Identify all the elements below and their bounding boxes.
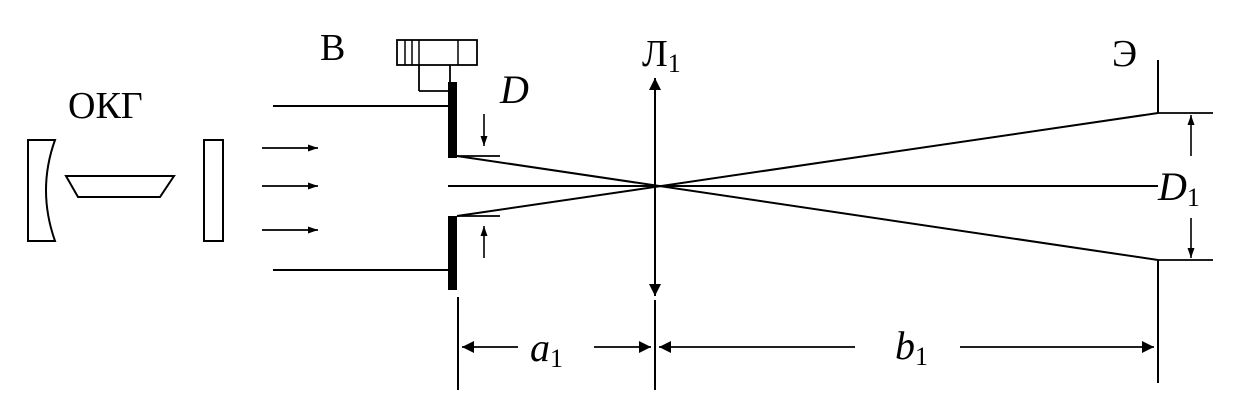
rays (456, 112, 1159, 261)
ray-upper-to-lower (456, 155, 1159, 261)
screen (1157, 60, 1213, 383)
micrometer-screw-icon (396, 39, 478, 92)
laser-label: ОКГ (68, 85, 143, 127)
upper-slit-jaw (448, 82, 457, 158)
object-distance-label-sub: 1 (550, 344, 563, 373)
laser-resonator (27, 139, 224, 242)
object-distance-label-main: a (530, 325, 550, 370)
object-distance-label: a1 (530, 325, 563, 373)
lower-slit-jaw (448, 216, 457, 290)
lens-label: Л1 (642, 33, 681, 78)
slit-width-label: D (499, 67, 529, 112)
screen-label: Э (1112, 33, 1137, 75)
image-distance-label-main: b (895, 323, 915, 368)
concave-mirror (27, 139, 57, 242)
image-width-label-main: D (1157, 164, 1187, 209)
image-distance-label-sub: 1 (915, 342, 928, 371)
ray-lower-to-upper (456, 112, 1159, 217)
slit-label: В (320, 27, 345, 69)
image-width-label-sub: 1 (1187, 183, 1200, 212)
image-distance-label: b1 (895, 323, 928, 371)
image-width-label: D1 (1157, 164, 1200, 212)
slit-assembly (273, 39, 500, 290)
active-medium (64, 175, 176, 198)
lens-label-sub: 1 (668, 49, 681, 78)
lens-label-main: Л (642, 33, 668, 75)
distance-dimensions (457, 297, 1154, 390)
incident-beam-arrows (262, 144, 318, 234)
output-mirror (203, 139, 224, 242)
